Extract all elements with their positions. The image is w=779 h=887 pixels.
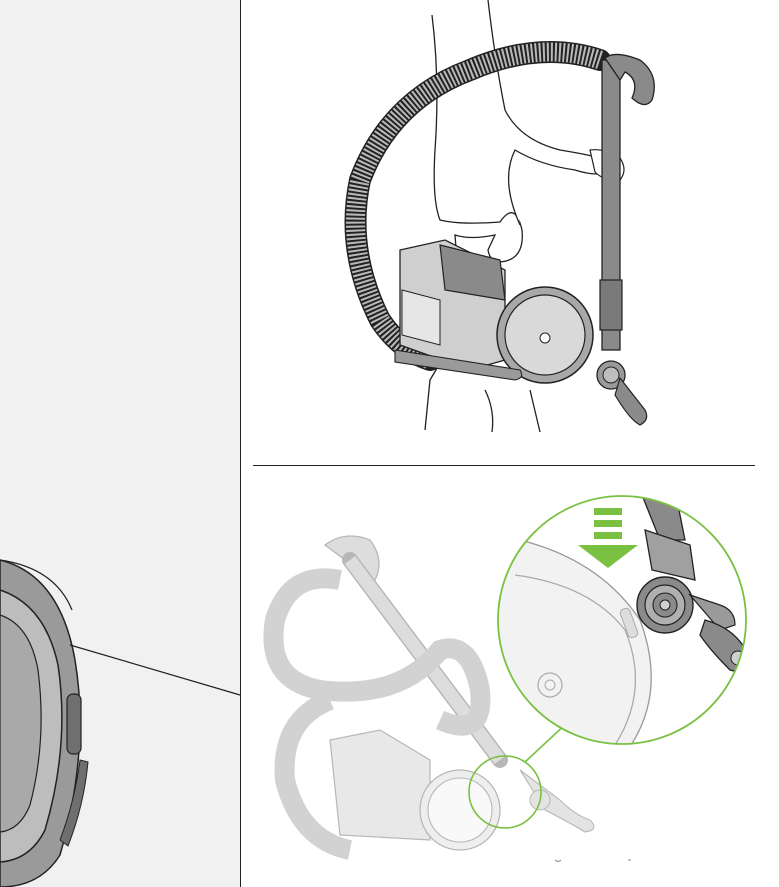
wheel-zoom-illustration: [0, 559, 89, 887]
magnified-callout: [497, 495, 747, 745]
faded-vacuum: [263, 535, 595, 860]
push-down-arrow-icon: [578, 508, 638, 568]
vacuum-cylinder: [394, 239, 594, 384]
vertical-divider: [240, 0, 241, 887]
docked-wand-illustration: [263, 495, 747, 862]
horizontal-divider: [253, 465, 755, 466]
instruction-panel: [241, 0, 779, 887]
carry-vacuum-illustration: [344, 0, 655, 433]
cylinder-wheel-zoom: [0, 559, 89, 887]
docking-point-highlight: [468, 755, 542, 829]
hose: [344, 41, 611, 371]
wand: [596, 53, 655, 426]
zoom-detail-panel: [0, 0, 240, 887]
